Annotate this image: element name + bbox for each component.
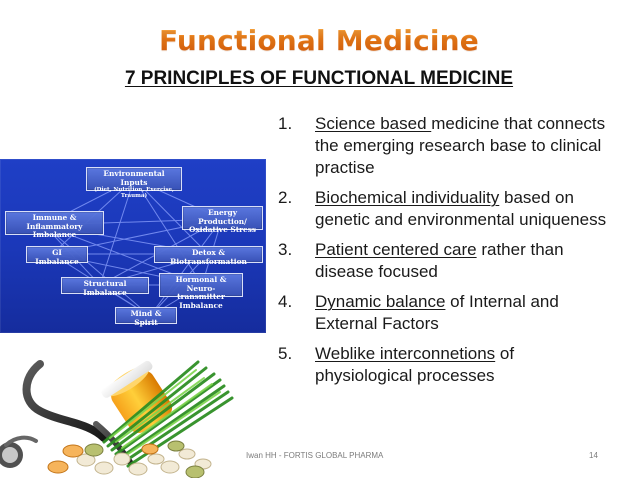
page-number: 14 xyxy=(589,451,598,460)
principle-item-2: 2. Biochemical individuality based on ge… xyxy=(278,187,608,231)
principles-list: 1. Science based medicine that connects … xyxy=(278,113,608,387)
environmental-inputs-title: Environmental Inputs xyxy=(103,169,165,187)
structural-imbalance-node: Structural Imbalance xyxy=(61,277,149,297)
hormonal-neurotransmitter-line-2: transmitter Imbalance xyxy=(177,292,225,310)
structural-imbalance-label: Structural Imbalance xyxy=(83,279,127,297)
principle-number-3: 3. xyxy=(278,240,293,259)
principle-number-5: 5. xyxy=(278,344,293,363)
gi-imbalance-label: GI Imbalance xyxy=(35,248,79,266)
slide-subtitle: 7 PRINCIPLES OF FUNCTIONAL MEDICINE xyxy=(124,68,514,89)
functional-medicine-diagram: Environmental Inputs (Diet, Nutrition, E… xyxy=(0,159,266,333)
principle-item-3: 3. Patient centered care rather than dis… xyxy=(278,239,608,283)
principle-number-1: 1. xyxy=(278,114,293,133)
immune-inflammatory-line-2: Imbalance xyxy=(32,230,77,240)
immune-inflammatory-node: Immune & Inflammatory Imbalance xyxy=(5,211,104,239)
detox-biotransformation-node: Detox & Biotransformation xyxy=(154,246,263,266)
principle-item-5: 5. Weblike interconnetions of physiologi… xyxy=(278,343,608,387)
principle-text-2: based on genetic and environmental uniqu… xyxy=(315,188,607,229)
mind-spirit-node: Mind & Spirit xyxy=(115,307,177,327)
principle-emphasis-1: Science based xyxy=(315,114,432,133)
mind-spirit-label: Mind & Spirit xyxy=(130,309,162,327)
principle-text-4: of Internal and External Factors xyxy=(315,292,559,333)
principle-emphasis-3: Patient centered care xyxy=(315,240,477,259)
footer-text: Iwan HH - FORTIS GLOBAL PHARMA xyxy=(246,451,384,460)
principle-number-2: 2. xyxy=(278,188,293,207)
principle-emphasis-2: Biochemical individuality xyxy=(315,188,500,207)
principle-emphasis-5: Weblike interconnetions xyxy=(315,344,496,363)
principle-text-3: rather than disease focused xyxy=(315,240,564,281)
stethoscope-and-supplements-illustration xyxy=(0,360,234,478)
immune-inflammatory-line-1: Immune & Inflammatory xyxy=(26,213,83,231)
gi-imbalance-node: GI Imbalance xyxy=(26,246,88,266)
energy-production-line-1: Energy Production/ xyxy=(198,208,247,226)
stethoscope-and-supplements-photo xyxy=(0,350,240,478)
environmental-inputs-node: Environmental Inputs (Diet, Nutrition, E… xyxy=(86,167,182,199)
principle-item-4: 4. Dynamic balance of Internal and Exter… xyxy=(278,291,608,335)
principle-text-1: medicine that connects the emerging rese… xyxy=(315,114,606,177)
principle-item-1: 1. Science based medicine that connects … xyxy=(278,113,608,179)
principle-number-4: 4. xyxy=(278,292,293,311)
principle-emphasis-4: Dynamic balance xyxy=(315,292,446,311)
detox-biotransformation-label: Detox & Biotransformation xyxy=(170,248,247,266)
hormonal-neurotransmitter-node: Hormonal & Neuro- transmitter Imbalance xyxy=(159,273,243,309)
energy-production-line-2: Oxidative Stress xyxy=(188,225,257,235)
hormonal-neurotransmitter-line-1: Hormonal & Neuro- xyxy=(175,275,227,293)
energy-production-node: Energy Production/ Oxidative Stress xyxy=(182,206,263,234)
slide-title: Functional Medicine xyxy=(0,24,638,57)
environmental-inputs-subtitle: (Diet, Nutrition, Exercise, Trauma) xyxy=(94,187,174,200)
principle-text-5: of physiological processes xyxy=(315,344,515,385)
